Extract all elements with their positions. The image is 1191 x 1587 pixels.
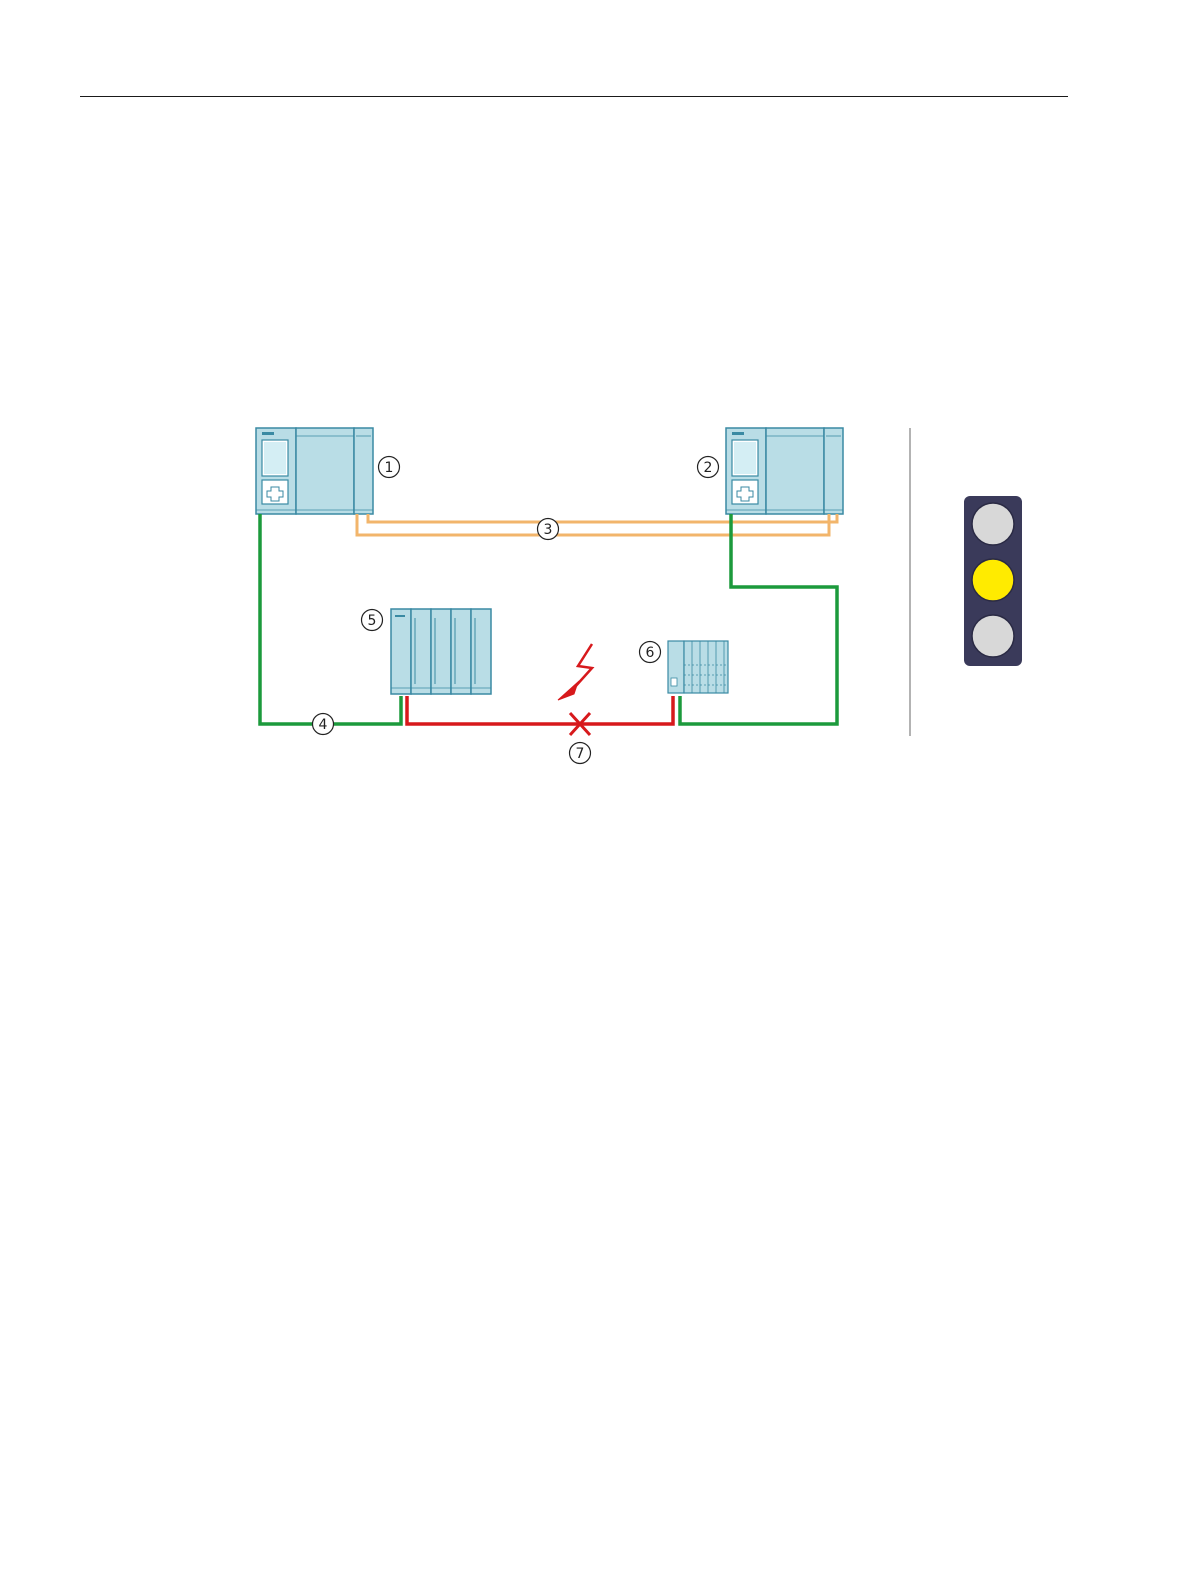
callout-6: 6 <box>640 642 661 663</box>
network-ok <box>260 514 837 724</box>
callout-3-label: 3 <box>544 522 553 538</box>
callout-7-label: 7 <box>576 746 585 762</box>
cpu-2 <box>726 428 843 514</box>
network-fault <box>407 696 673 724</box>
et200-station <box>668 641 728 693</box>
sync-links <box>357 514 837 535</box>
io-rack <box>391 609 491 694</box>
callout-2: 2 <box>698 457 719 478</box>
callout-5-label: 5 <box>368 613 377 629</box>
callout-4: 4 <box>313 714 334 735</box>
callout-1: 1 <box>379 457 400 478</box>
callout-5: 5 <box>362 610 383 631</box>
callout-7: 7 <box>570 743 591 764</box>
callout-3: 3 <box>538 519 559 540</box>
callout-1-label: 1 <box>385 460 394 476</box>
lamp-top <box>972 503 1014 545</box>
lamp-middle <box>972 559 1014 601</box>
cpu-1 <box>256 428 373 514</box>
callout-4-label: 4 <box>319 717 328 733</box>
lamp-bottom <box>972 615 1014 657</box>
callout-2-label: 2 <box>704 460 713 476</box>
callout-6-label: 6 <box>646 645 655 661</box>
lightning-fault-icon <box>558 644 592 700</box>
traffic-light-icon <box>964 496 1022 666</box>
